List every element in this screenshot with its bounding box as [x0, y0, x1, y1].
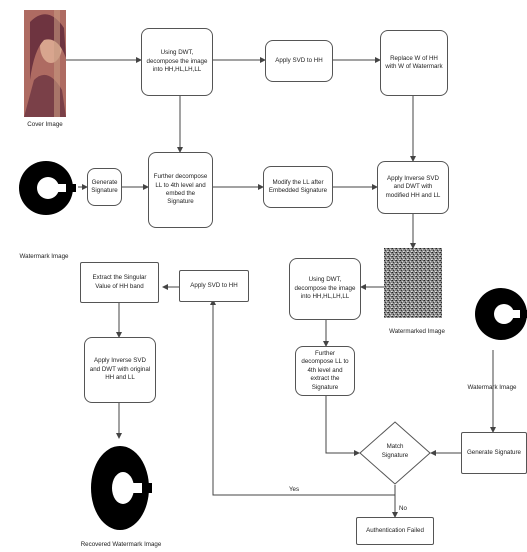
watermark-image-label-left: Watermark Image: [19, 253, 69, 260]
yes-label: Yes: [289, 486, 300, 493]
apply-svd-hh-box: Apply SVD to HH: [265, 40, 333, 82]
watermarked-image: [384, 248, 442, 318]
modify-ll-box: Modify the LL after Embedded Signature: [263, 166, 333, 208]
inverse-svd-dwt-2-box: Apply Inverse SVD and DWT with original …: [84, 337, 156, 403]
watermark-image-label-right: Watermark Image: [467, 384, 517, 391]
inverse-svd-dwt-box: Apply Inverse SVD and DWT with modified …: [377, 161, 449, 214]
match-signature-label: Match Signature: [381, 443, 409, 459]
replace-hh-box: Replace W of HH with W of Watermark: [380, 30, 448, 96]
recovered-watermark-label: Recovered Watermark Image: [80, 541, 162, 548]
generate-signature-left-box: Generate Signature: [87, 168, 122, 206]
auth-failed-box: Authentication Failed: [356, 517, 434, 545]
match-signature-diamond: [359, 421, 431, 485]
recovered-watermark-logo: [90, 438, 152, 535]
dwt-decompose-box: Using DWT, decompose the image into HH,H…: [141, 28, 213, 96]
no-label: No: [399, 505, 407, 512]
watermark-logo-left: [18, 154, 80, 226]
dwt-decompose-2-box: Using DWT, decompose the image into HH,H…: [289, 258, 361, 320]
further-decompose-extract-box: Further decompose LL to 4th level and ex…: [295, 346, 355, 396]
further-decompose-embed-box: Further decompose LL to 4th level and em…: [148, 152, 213, 228]
cover-image: [24, 10, 66, 117]
extract-singular-box: Extract the Singular Value of HH band: [80, 262, 159, 303]
generate-signature-right-box: Generate Signature: [461, 432, 527, 474]
watermarked-image-label: Watermarked Image: [389, 328, 445, 335]
watermark-logo-right: [470, 274, 527, 350]
cover-image-label: Cover Image: [27, 121, 63, 128]
apply-svd-hh-2-box: Apply SVD to HH: [179, 270, 249, 302]
